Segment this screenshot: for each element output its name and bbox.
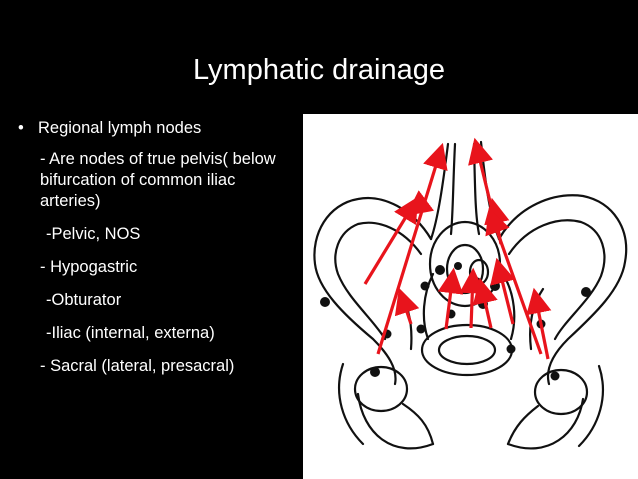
pelvis-lymph-drainage-diagram-icon — [313, 137, 628, 450]
pelvis-outline — [313, 140, 628, 450]
drainage-arrows — [363, 137, 552, 360]
bullet-symbol: • — [18, 119, 24, 137]
sub-line-sacral: - Sacral (lateral, presacral) — [40, 357, 235, 375]
bullet-item: • Regional lymph nodes — [18, 118, 300, 139]
pelvis-diagram — [303, 114, 638, 479]
bullet-text: Regional lymph nodes — [38, 119, 202, 137]
sub-line-iliac: -Iliac (internal, externa) — [46, 324, 215, 342]
pelvic-organs — [420, 220, 514, 377]
bullet-list: • Regional lymph nodes - Are nodes of tr… — [18, 118, 300, 389]
sub-line-obturator: -Obturator — [46, 291, 122, 309]
sub-line-hypogastric: - Hypogastric — [40, 258, 138, 276]
sub-line-true-pelvis: - Are nodes of true pelvis( below bifurc… — [40, 150, 276, 210]
sub-line-pelvic: -Pelvic, NOS — [46, 225, 141, 243]
slide-title: Lymphatic drainage — [192, 54, 446, 86]
